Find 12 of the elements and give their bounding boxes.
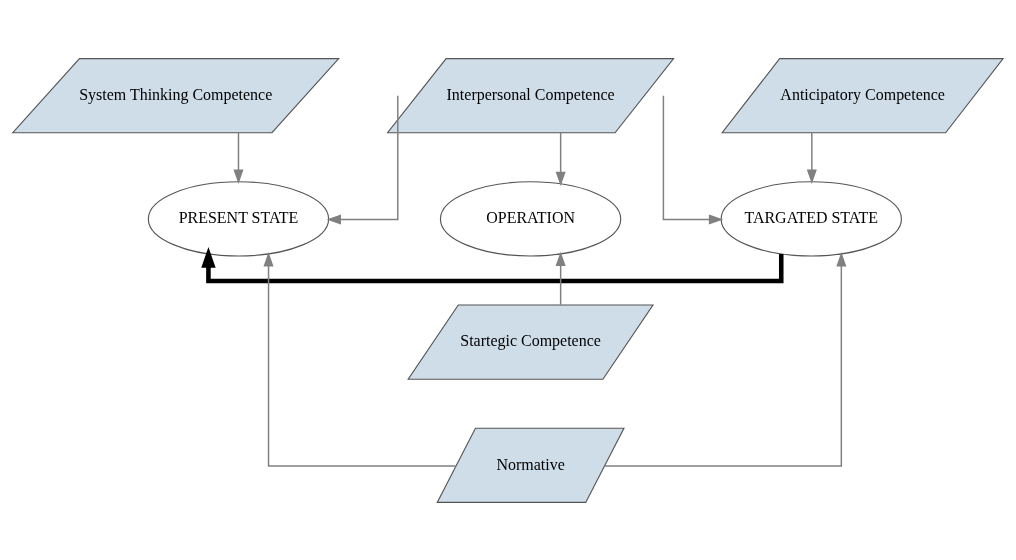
arrow	[263, 251, 457, 467]
arrow	[806, 131, 817, 184]
arrow	[326, 94, 399, 224]
arrow	[201, 246, 784, 283]
arrow	[603, 251, 847, 467]
node-ellipse: PRESENT STATE	[147, 180, 330, 257]
node-ellipse: TARGATED STATE	[720, 180, 902, 257]
node-ellipse: OPERATION	[439, 180, 622, 257]
arrow	[233, 131, 244, 184]
arrow	[662, 94, 724, 224]
arrow	[555, 251, 566, 306]
arrow	[555, 131, 566, 186]
